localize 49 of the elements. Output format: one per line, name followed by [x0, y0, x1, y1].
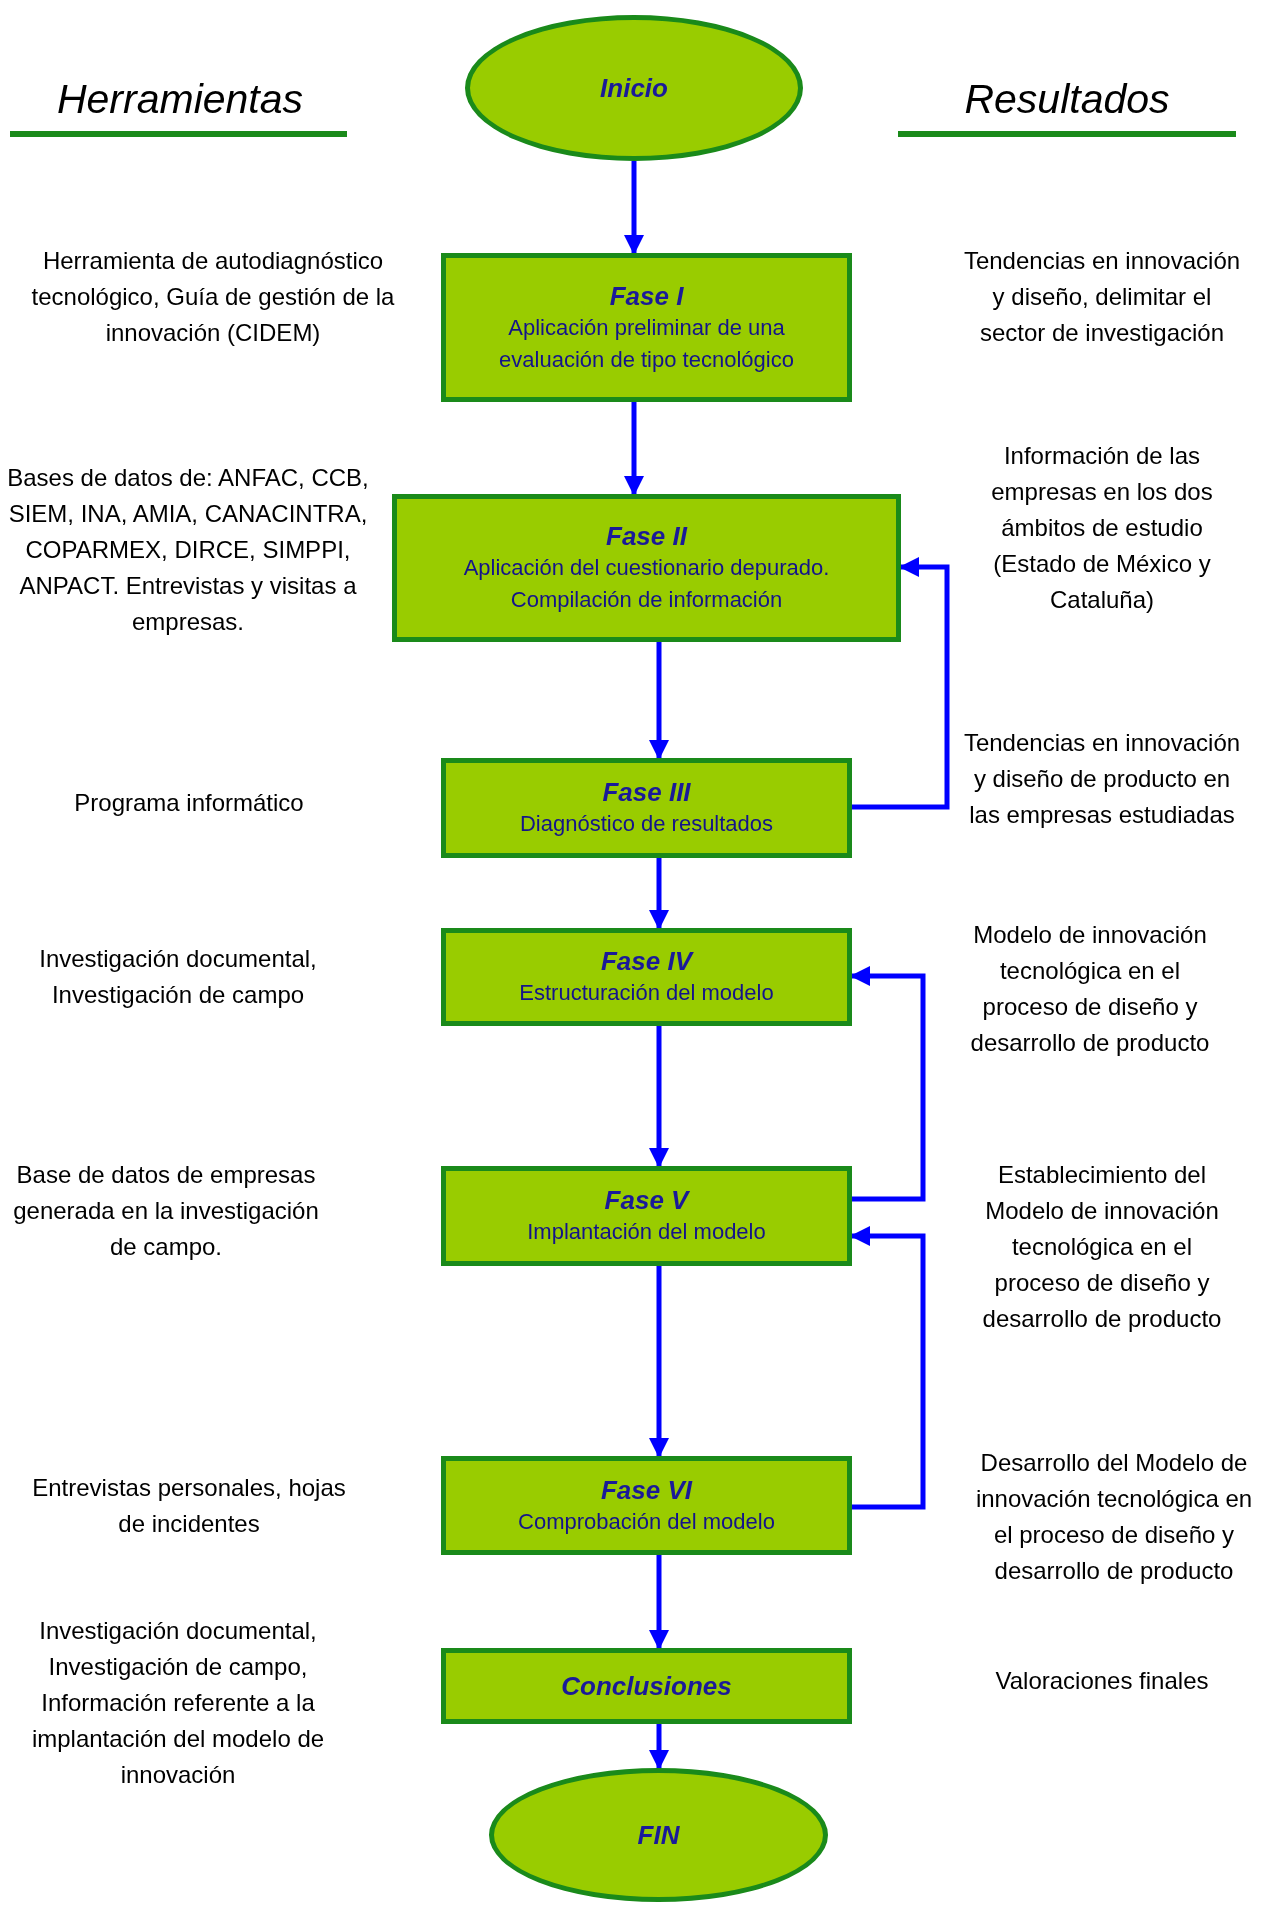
annotation-text: Tendencias en innovación y diseño, delimitar el sector de investigación	[962, 246, 1242, 348]
arrow	[649, 1555, 669, 1650]
column-heading: Resultados	[963, 75, 1171, 124]
column-heading: Herramientas	[55, 75, 305, 124]
phase-title: Fase IV	[599, 945, 695, 977]
process-box	[441, 253, 852, 402]
phase-description: Comprobación del modelo	[517, 1507, 776, 1536]
phase-title: Fase I	[608, 279, 685, 312]
annotation-text: Herramienta de autodiagnóstico tecnológico, Guía de gestión de la innovación (CIDEM)	[30, 246, 396, 348]
arrow	[649, 1266, 669, 1458]
phase-description: Aplicación preliminar de una evaluación de tipo tecnológico	[498, 313, 795, 374]
phase-title: Fase II	[605, 520, 689, 552]
phase-title: Fase III	[601, 776, 692, 808]
annotation-text: Establecimiento del Modelo de innovación tecnológica en el proceso de diseño y desarrollo de producto	[981, 1160, 1223, 1334]
process-box	[392, 494, 901, 642]
arrow	[649, 858, 669, 930]
phase-title: Fase V	[603, 1184, 691, 1216]
arrow	[624, 402, 644, 496]
process-box	[441, 928, 852, 1026]
phase-title: Conclusiones	[560, 1670, 733, 1702]
phase-description: Estructuración del modelo	[518, 979, 775, 1007]
phase-title: Inicio	[599, 72, 669, 104]
process-box	[441, 758, 852, 858]
annotation-text: Modelo de innovación tecnológica en el proceso de diseño y desarrollo de producto	[969, 920, 1211, 1058]
annotation-text: Tendencias en innovación y diseño de producto en las empresas estudiadas	[962, 728, 1242, 830]
arrow	[850, 966, 926, 1202]
phase-title: Fase VI	[599, 1473, 694, 1506]
arrow	[624, 161, 644, 255]
annotation-text: Investigación documental, Investigación de campo	[38, 944, 318, 1010]
annotation-text: Valoraciones finales	[994, 1666, 1210, 1696]
phase-description: Implantación del modelo	[526, 1218, 767, 1246]
annotation-text: Base de datos de empresas generada en la investigación de campo.	[12, 1160, 320, 1262]
phase-title: FIN	[636, 1819, 681, 1851]
phase-description: Diagnóstico de resultados	[518, 810, 775, 838]
process-box	[441, 1166, 852, 1266]
arrow	[850, 1226, 926, 1510]
arrow	[649, 1724, 669, 1770]
annotation-text: Programa informático	[73, 788, 305, 818]
annotation-text: Bases de datos de: ANFAC, CCB, SIEM, INA, AMIA, CANACINTRA, COPARMEX, DIRCE, SIMPPI, ANPACT. Entrevistas y visitas a empresas.	[6, 463, 370, 637]
process-box	[441, 1648, 852, 1724]
arrow	[649, 1026, 669, 1168]
annotation-text: Información de las empresas en los dos ámbitos de estudio (Estado de México y Cataluña)	[990, 441, 1214, 615]
arrow	[649, 642, 669, 760]
annotation-text: Desarrollo del Modelo de innovación tecnológica en el proceso de diseño y desarrollo de producto	[974, 1448, 1254, 1586]
phase-description: Aplicación del cuestionario depurado. Compilación de información	[462, 554, 831, 614]
arrow	[852, 557, 950, 810]
process-box	[441, 1456, 852, 1555]
annotation-text: Entrevistas personales, hojas de incidentes	[31, 1473, 347, 1539]
annotation-text: Investigación documental, Investigación de campo, Información referente a la implantación del modelo de innovación	[30, 1616, 326, 1790]
